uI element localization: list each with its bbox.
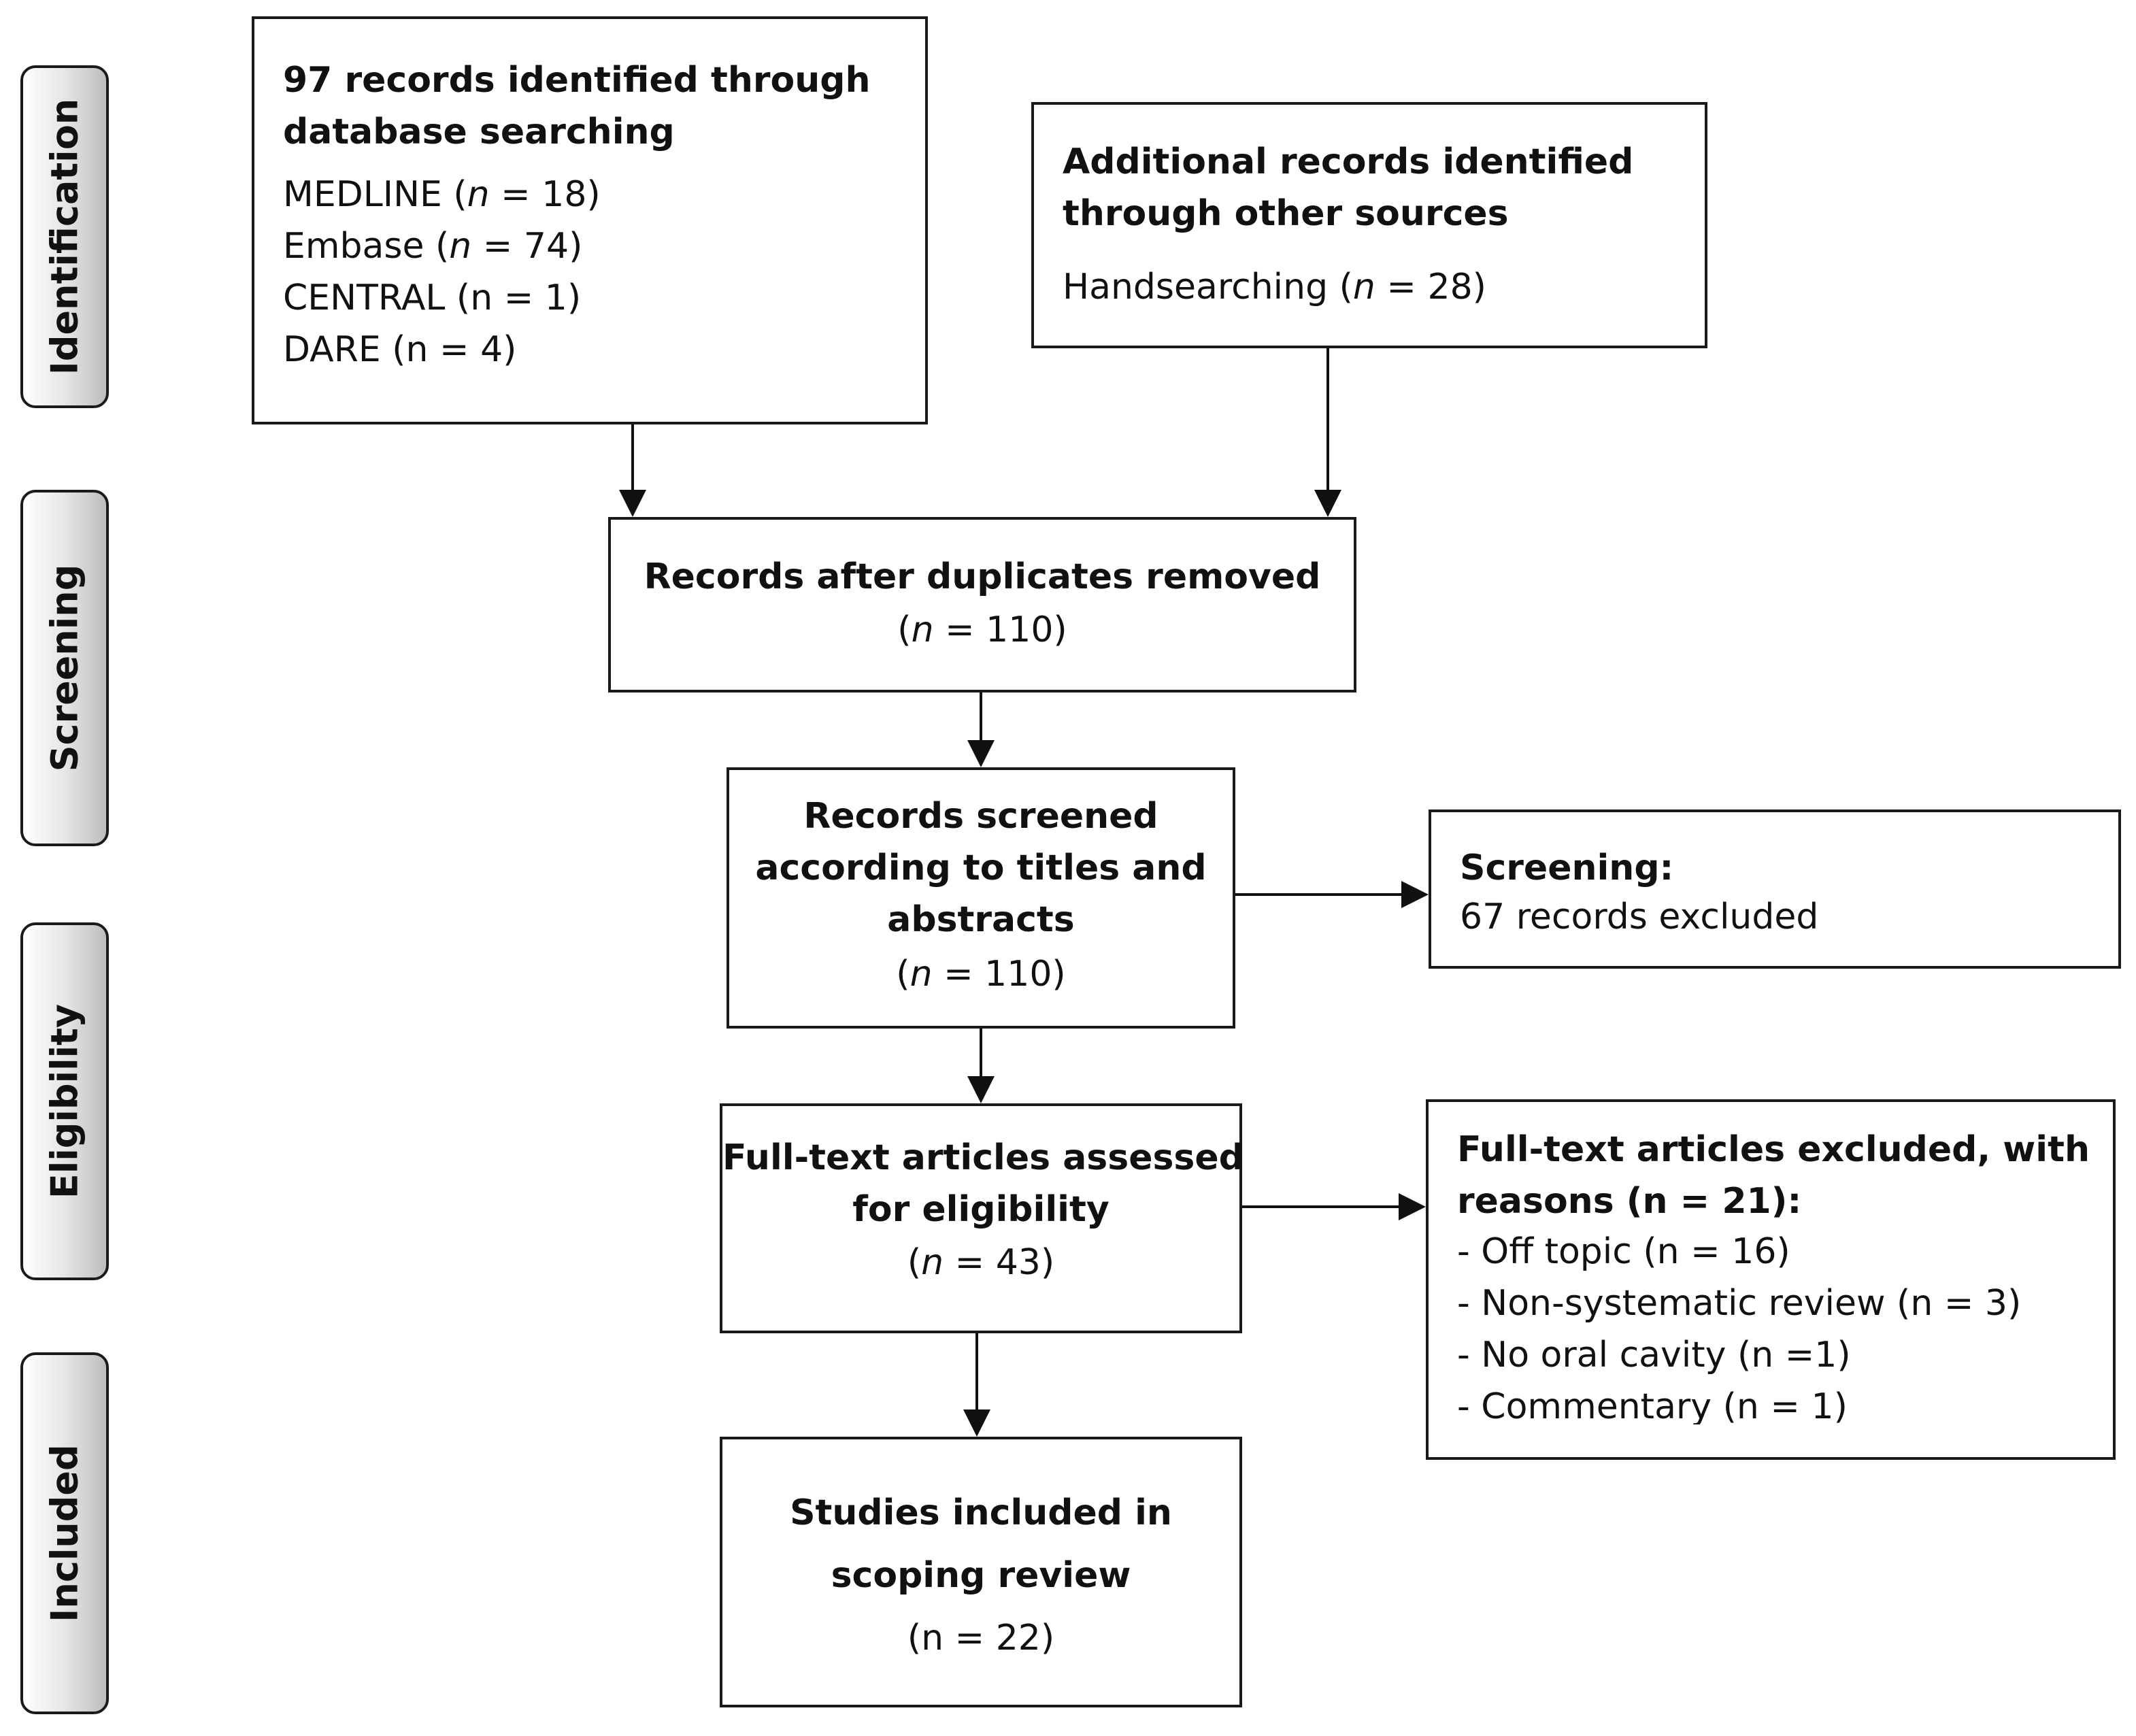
source-central: CENTRAL (n = 1) (283, 278, 582, 318)
exclusion-reasons-list: - Off topic (n = 16) - Non-systematic re… (1457, 1226, 2021, 1424)
duplicates-removed-title: Records after duplicates removed (644, 556, 1321, 597)
source-embase: Embase (n = 74) (283, 226, 583, 267)
screening-excluded-count: 67 records excluded (1460, 897, 1819, 937)
duplicates-removed-box: Records after duplicates removed (n = 11… (608, 517, 1356, 692)
records-screened-box: Records screened according to titles and… (727, 767, 1235, 1029)
phase-included: Included (20, 1352, 109, 1714)
records-screened-title: Records screened according to titles and… (755, 796, 1207, 940)
studies-included-title: Studies included in scoping review (790, 1492, 1172, 1596)
reason-commentary: - Commentary (n = 1) (1457, 1386, 1848, 1424)
full-text-excluded-box: Full-text articles excluded, with reason… (1426, 1099, 2116, 1460)
phase-screening: Screening (20, 490, 109, 846)
reason-off-topic: - Off topic (n = 16) (1457, 1231, 1790, 1272)
database-search-title: 97 records identified through database s… (283, 60, 871, 152)
reason-non-systematic: - Non-systematic review (n = 3) (1457, 1283, 2022, 1324)
records-screened-count: (n = 110) (896, 954, 1066, 995)
full-text-assessed-title: Full-text articles assessed for eligibil… (722, 1137, 1244, 1230)
database-source-list: MEDLINE (n = 18) Embase (n = 74) CENTRAL… (283, 169, 601, 375)
source-dare: DARE (n = 4) (283, 329, 517, 370)
other-sources-box: Additional records identified through ot… (1031, 102, 1707, 348)
source-medline: MEDLINE (n = 18) (283, 174, 601, 215)
duplicates-removed-count: (n = 110) (897, 610, 1067, 650)
full-text-assessed-count: (n = 43) (907, 1242, 1055, 1283)
handsearching-count: Handsearching (n = 28) (1063, 267, 1486, 307)
other-sources-title: Additional records identified through ot… (1063, 141, 1634, 234)
phase-eligibility: Eligibility (20, 922, 109, 1280)
reason-no-oral-cavity: - No oral cavity (n =1) (1457, 1335, 1851, 1375)
screening-excluded-title: Screening: (1460, 848, 1674, 888)
phase-identification: Identification (20, 65, 109, 408)
full-text-excluded-title: Full-text articles excluded, with reason… (1457, 1129, 2090, 1222)
full-text-assessed-box: Full-text articles assessed for eligibil… (720, 1103, 1244, 1333)
studies-included-count: (n = 22) (907, 1618, 1055, 1658)
screening-excluded-box: Screening: 67 records excluded (1429, 809, 2121, 969)
database-search-box: 97 records identified through database s… (252, 16, 928, 424)
studies-included-box: Studies included in scoping review (n = … (720, 1437, 1242, 1707)
